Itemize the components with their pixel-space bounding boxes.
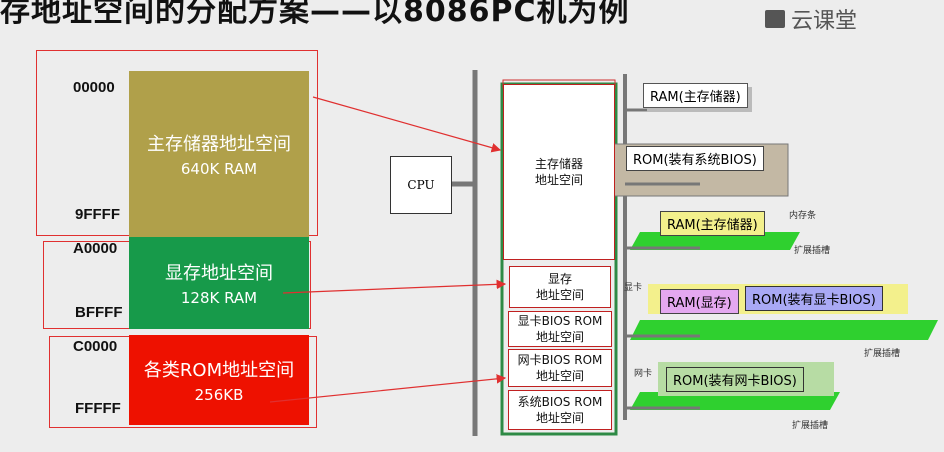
mapping-arrow-main bbox=[312, 96, 502, 153]
ram-main-top-card: RAM(主存储器) bbox=[643, 83, 748, 108]
block-rom-name: 各类ROM地址空间 bbox=[143, 360, 295, 381]
block-rom: 各类ROM地址空间 256KB bbox=[129, 335, 309, 425]
slot-1-shape bbox=[630, 232, 800, 250]
cpu-box: CPU bbox=[390, 156, 452, 214]
rom-system-bios-card: ROM(装有系统BIOS) bbox=[626, 146, 764, 171]
brand-name: 云课堂 bbox=[791, 9, 858, 34]
block-main-memory: 主存储器地址空间 640K RAM bbox=[129, 71, 309, 237]
slot-3-shape bbox=[630, 392, 840, 410]
book-icon bbox=[765, 10, 785, 28]
segment-system-bios: 系统BIOS ROM 地址空间 bbox=[508, 390, 612, 430]
block-rom-size: 256KB bbox=[194, 386, 244, 404]
block-main-memory-size: 640K RAM bbox=[180, 160, 258, 178]
rom-video-bios-card: ROM(装有显卡BIOS) bbox=[745, 286, 883, 311]
block-video-memory-name: 显存地址空间 bbox=[165, 263, 273, 284]
rom-network-bios-card: ROM(装有网卡BIOS) bbox=[666, 367, 804, 392]
segment-video-memory: 显存 地址空间 bbox=[509, 266, 611, 308]
address-label: A0000 bbox=[73, 240, 118, 257]
mapping-arrow-video bbox=[282, 279, 507, 294]
mapping-arrow-rom bbox=[269, 374, 507, 403]
address-label: 00000 bbox=[73, 79, 115, 96]
slot-2-shape bbox=[630, 320, 938, 340]
slot-label: 扩展插槽 bbox=[794, 246, 831, 256]
block-video-memory: 显存地址空间 128K RAM bbox=[129, 237, 309, 329]
memory-stick-label: 内存条 bbox=[789, 211, 817, 221]
network-card-label: 网卡 bbox=[634, 369, 653, 379]
slide-title: 存地址空间的分配方案——以8086PC机为例 bbox=[0, 0, 630, 29]
address-label: 9FFFF bbox=[75, 206, 120, 223]
address-label: FFFFF bbox=[75, 400, 121, 417]
video-card-label: 显卡 bbox=[624, 283, 643, 293]
address-label: BFFFF bbox=[75, 304, 123, 321]
block-main-memory-name: 主存储器地址空间 bbox=[147, 134, 291, 155]
ram-video-card: RAM(显存) bbox=[660, 289, 739, 314]
brand-logo: 云课堂 bbox=[765, 3, 857, 35]
ram-main-stick-card: RAM(主存储器) bbox=[660, 211, 765, 236]
address-label: C0000 bbox=[73, 338, 118, 355]
slot-label: 扩展插槽 bbox=[864, 349, 901, 359]
segment-network-bios: 网卡BIOS ROM 地址空间 bbox=[508, 349, 612, 387]
segment-main-memory: 主存储器 地址空间 bbox=[503, 84, 615, 260]
slot-label: 扩展插槽 bbox=[792, 421, 829, 431]
segment-video-bios: 显卡BIOS ROM 地址空间 bbox=[508, 311, 612, 347]
block-video-memory-size: 128K RAM bbox=[180, 289, 258, 307]
